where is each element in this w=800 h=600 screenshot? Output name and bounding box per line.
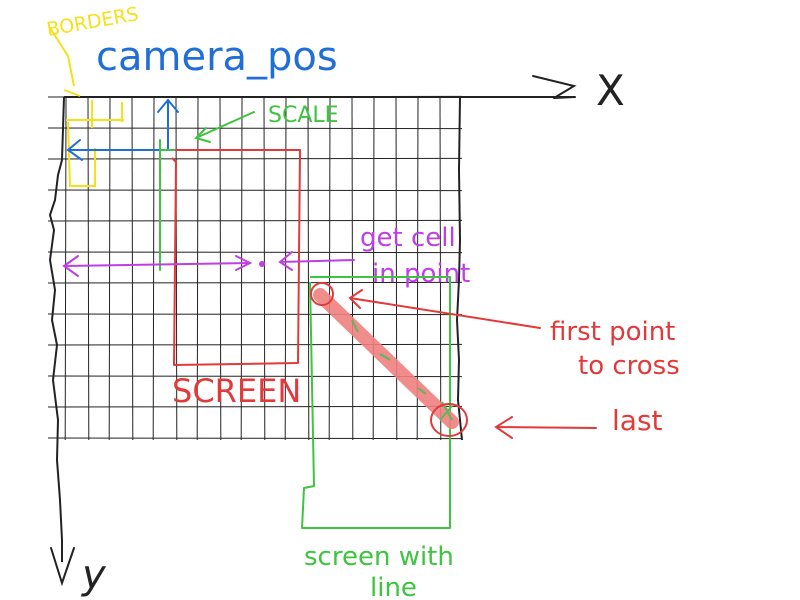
- grid-row-line: [47, 189, 463, 192]
- y-axis-arrowhead: [50, 547, 75, 587]
- grid-col-line: [372, 96, 375, 441]
- grid-col-line: [263, 96, 266, 441]
- grid-row-line: [47, 219, 463, 222]
- grid-row-line: [47, 251, 463, 254]
- first-point-label-1: first point: [550, 317, 675, 347]
- grid-row-line: [47, 405, 463, 408]
- camera-pos-label: camera_pos: [96, 34, 338, 80]
- get-cell-point: [259, 261, 265, 267]
- grid-row-line: [47, 281, 463, 284]
- borders-marker: [49, 27, 124, 187]
- grid-row-line: [47, 127, 463, 130]
- screen-label: SCREEN: [172, 372, 301, 410]
- grid-col-line: [87, 96, 90, 441]
- world-left-edge: [49, 96, 65, 562]
- grid-col-line: [108, 96, 111, 441]
- grid-col-line: [328, 96, 331, 441]
- first-point-label-2: to cross: [578, 351, 680, 381]
- grid-row-line: [47, 375, 463, 378]
- grid-col-line: [351, 96, 354, 441]
- first-point-arrow: [348, 289, 541, 329]
- get-cell-label-1: get cell: [360, 223, 456, 253]
- axis-x-label: X: [596, 66, 625, 115]
- screen-rect: [171, 149, 301, 366]
- first-point-circle: [310, 282, 334, 306]
- grid-col-line: [152, 96, 155, 441]
- screen-with-line-label-1: screen with: [304, 542, 454, 572]
- grid-col-line: [307, 96, 310, 441]
- grid-col-line: [131, 96, 134, 441]
- grid-col-line: [175, 96, 178, 441]
- last-point-circle: [430, 403, 468, 437]
- crossing-marks: [351, 319, 453, 421]
- grid-row-line: [47, 437, 463, 440]
- last-arrow: [494, 416, 597, 439]
- x-axis-arrowhead: [532, 75, 577, 99]
- world-right-edge: [455, 96, 463, 441]
- grid-row-line: [47, 343, 463, 346]
- grid-col-line: [64, 96, 67, 441]
- grid-col-line: [395, 96, 398, 441]
- get-cell-markers: [62, 251, 355, 277]
- get-cell-label-2: in point: [372, 259, 470, 289]
- axis-y-label: y: [81, 552, 107, 598]
- last-label: last: [612, 404, 663, 437]
- scale-label: SCALE: [268, 103, 339, 128]
- grid-col-line: [284, 96, 287, 441]
- grid-col-line: [240, 96, 243, 441]
- grid-col-line: [219, 96, 222, 441]
- grid-col-line: [439, 96, 442, 441]
- screen-with-line-rect: [301, 276, 451, 529]
- grid-row-line: [47, 157, 463, 160]
- camera-pos-markers: [66, 98, 179, 161]
- grid-col-line: [196, 96, 199, 441]
- screen-with-line-label-2: line: [370, 573, 417, 600]
- scale-markers: [159, 111, 255, 271]
- grid-row-line: [47, 313, 463, 316]
